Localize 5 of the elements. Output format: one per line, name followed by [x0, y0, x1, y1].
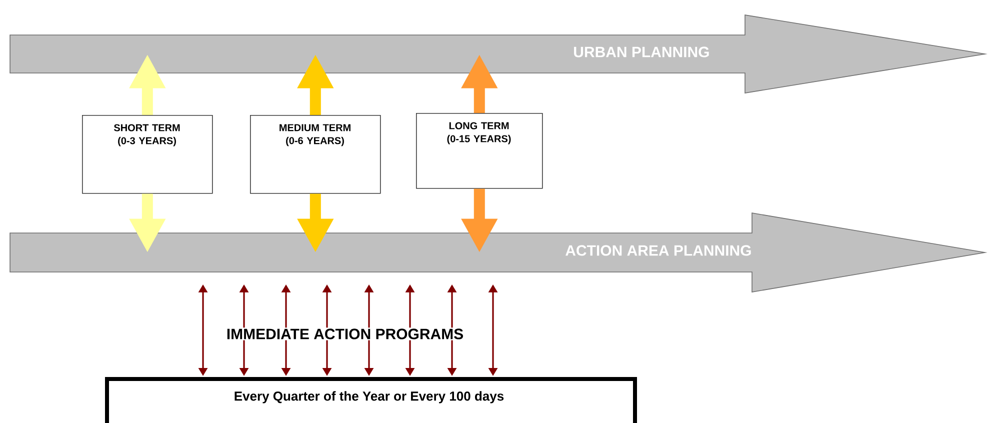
term-box: MEDIUM TERM (0-6 YEARS): [250, 115, 381, 194]
term-box: SHORT TERM (0-3 YEARS): [82, 115, 213, 194]
term-box: LONG TERM (0-15 YEARS): [416, 113, 543, 189]
frequency-box: Every Quarter of the Year or Every 100 days: [105, 377, 637, 423]
program-label: IMMEDIATE ACTION PROGRAMS: [225, 328, 465, 340]
